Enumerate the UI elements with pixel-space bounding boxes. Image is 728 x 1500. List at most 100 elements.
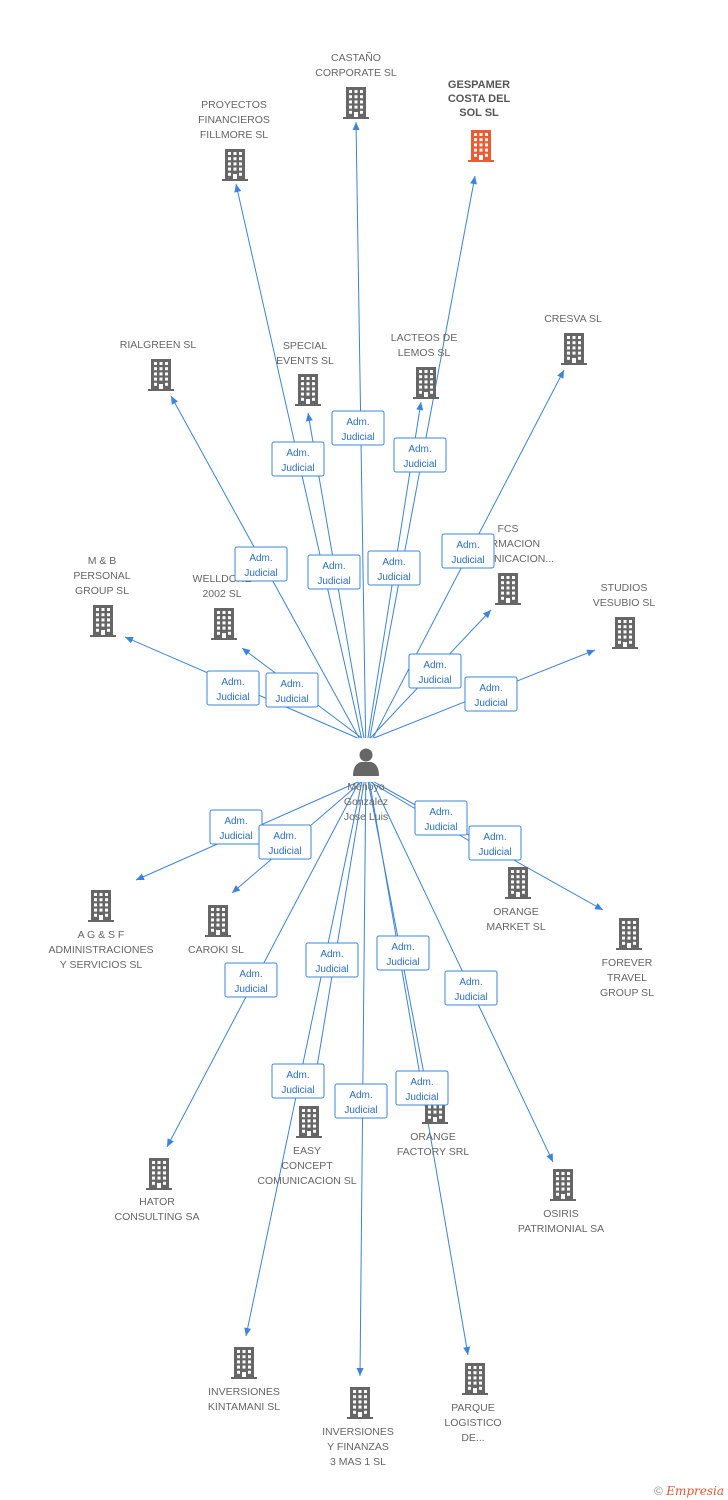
- company-name-line: EASY: [293, 1145, 321, 1157]
- relation-label-osiris[interactable]: Adm.Judicial: [444, 970, 498, 1006]
- company-name-line: HATOR: [139, 1196, 175, 1208]
- arrow-kintamani: [244, 1327, 252, 1336]
- relation-label-text: Adm.: [408, 444, 431, 455]
- arrow-rialgreen: [171, 396, 178, 405]
- building-icon: [90, 605, 116, 637]
- relation-label-text: Adm.: [249, 553, 272, 564]
- arrow-forever: [594, 903, 603, 910]
- building-icon: [612, 617, 638, 649]
- company-name-line: 2002 SL: [202, 588, 241, 600]
- relation-label-parque[interactable]: Adm. Judicial: [395, 1070, 449, 1106]
- company-name-line: LACTEOS DE: [391, 332, 458, 344]
- brand-logo[interactable]: Empresia: [666, 1484, 724, 1498]
- company-node-rialgreen[interactable]: RIALGREEN SL: [120, 339, 197, 391]
- company-name-line: Y FINANZAS: [327, 1441, 389, 1453]
- company-name-line: GROUP SL: [75, 585, 129, 597]
- company-node-cresva[interactable]: CRESVA SL: [544, 313, 602, 365]
- relation-label-text: Judicial: [234, 984, 267, 995]
- relation-label-text: Judicial: [386, 957, 419, 968]
- edge-finanzas: [359, 781, 367, 1377]
- arrow-finanzas: [356, 1367, 364, 1376]
- relation-label-orangemkt[interactable]: Adm. Judicial: [414, 800, 468, 836]
- relation-label-text: Adm.: [221, 677, 244, 688]
- arrow-hator: [167, 1138, 174, 1147]
- building-icon: [222, 149, 248, 181]
- building-icon: [413, 367, 439, 399]
- relation-label-text: Judicial: [377, 572, 410, 583]
- company-node-lacteos[interactable]: LACTEOS DE LEMOS SL: [391, 332, 458, 399]
- arrow-fcs: [482, 610, 491, 619]
- relation-label-cresva[interactable]: Adm.Judicial: [441, 533, 495, 569]
- relation-label-welldone[interactable]: Adm.Judicial: [265, 672, 319, 708]
- relation-label-easy[interactable]: Adm.Judicial: [305, 942, 359, 978]
- company-name-line: CRESVA SL: [544, 313, 602, 325]
- arrow-mb: [125, 636, 134, 644]
- company-name-line: FILLMORE SL: [200, 129, 268, 141]
- relation-label-fcs[interactable]: Adm.Judicial: [408, 653, 462, 689]
- relation-label-text: Adm.: [346, 417, 369, 428]
- relation-label-hator[interactable]: Adm.Judicial: [224, 962, 278, 998]
- relation-label-ags[interactable]: Adm.Judicial: [209, 809, 263, 845]
- company-name-line: INVERSIONES: [322, 1426, 394, 1438]
- arrow-special: [305, 413, 313, 422]
- building-icon: [296, 1106, 322, 1138]
- company-name-line: FOREVER: [602, 957, 653, 969]
- relation-label-mb[interactable]: Adm. Judicial: [206, 670, 260, 706]
- relation-label-text: Judicial: [451, 555, 484, 566]
- relation-label-text: Judicial: [216, 692, 249, 703]
- arrow-cresva: [557, 370, 564, 379]
- building-icon: [205, 905, 231, 937]
- company-name-line: CORPORATE SL: [315, 67, 397, 79]
- edge-easy: [311, 781, 365, 1098]
- relation-label-text: Judicial: [405, 1092, 438, 1103]
- relation-label-castano[interactable]: Adm.Judicial: [331, 410, 385, 446]
- relation-label-rialgreen[interactable]: Adm.Judicial: [234, 546, 288, 582]
- relation-label-text: Adm.: [429, 807, 452, 818]
- relation-label-caroki[interactable]: Adm.Judicial: [258, 824, 312, 860]
- relation-label-text: Adm.: [410, 1077, 433, 1088]
- relation-label-vesubio[interactable]: Adm.Judicial: [464, 676, 518, 712]
- company-name-line: SPECIAL: [283, 340, 328, 352]
- relation-label-kintamani[interactable]: Adm.Judicial: [271, 1063, 325, 1099]
- company-node-finanzas[interactable]: INVERSIONES Y FINANZAS 3 MAS 1 SL: [322, 1387, 394, 1468]
- relation-label-lacteos[interactable]: Adm.Judicial: [393, 437, 447, 473]
- company-name-line: RIALGREEN SL: [120, 339, 197, 351]
- company-name-line: TRAVEL: [607, 972, 647, 984]
- edge-kintamani: [245, 781, 363, 1337]
- relation-label-text: Judicial: [424, 822, 457, 833]
- relation-label-proyectos[interactable]: Adm.Judicial: [271, 441, 325, 477]
- relation-label-text: Judicial: [454, 992, 487, 1003]
- company-node-parque[interactable]: PARQUELOGISTICODE...: [444, 1363, 502, 1444]
- company-name-line: PATRIMONIAL SA: [518, 1223, 604, 1235]
- relation-label-text: Adm.: [224, 816, 247, 827]
- company-name-line: 3 MAS 1 SL: [330, 1456, 386, 1468]
- relation-label-orangefac[interactable]: Adm.Judicial: [376, 935, 430, 971]
- company-node-caroki[interactable]: CAROKI SL: [188, 905, 244, 956]
- company-name-line: LEMOS SL: [398, 347, 451, 359]
- relation-label-gespamer[interactable]: Adm.Judicial: [367, 550, 421, 586]
- company-name-line: COSTA DEL: [448, 93, 511, 105]
- company-name-line: Y SERVICIOS SL: [60, 959, 143, 971]
- building-icon: [495, 573, 521, 605]
- relation-labels-layer: Adm.JudicialAdm.JudicialAdm.JudicialAdm.…: [206, 410, 522, 1119]
- relation-label-forever[interactable]: Adm.Judicial: [468, 825, 522, 861]
- relation-label-special[interactable]: Adm.Judicial: [307, 554, 361, 590]
- relation-label-finanzas[interactable]: Adm.Judicial: [334, 1083, 388, 1119]
